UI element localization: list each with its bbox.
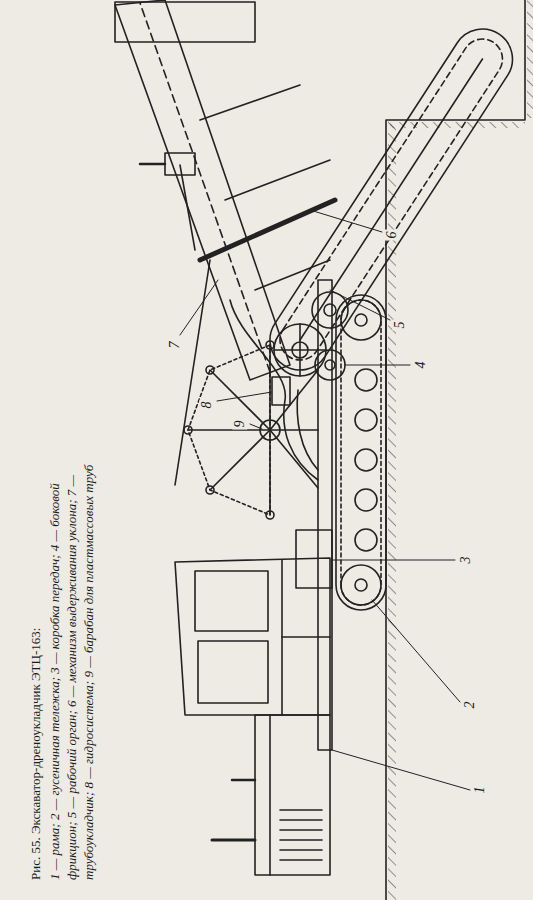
engine-hood (212, 715, 330, 875)
working-organ (259, 18, 524, 382)
parts-list: 1 — рама; 2 — гусеничная тележка; 3 — ко… (47, 460, 98, 880)
callout-number: 2 (462, 700, 477, 711)
drive-wheels (274, 292, 348, 376)
callout-number: 7 (167, 340, 182, 351)
callout-number: 5 (392, 320, 407, 331)
pipe-drum (184, 341, 318, 519)
callout-number: 8 (199, 400, 214, 411)
callout-number: 9 (232, 419, 247, 430)
tractor-cab (175, 558, 330, 715)
ground (386, 0, 533, 900)
hydraulic-lines (230, 300, 318, 480)
figure-caption: Рис. 55. Экскаватор-дреноукладчик ЭТЦ-16… (28, 460, 45, 880)
leader-lines (180, 210, 470, 790)
callout-number: 4 (413, 360, 428, 371)
callout-number: 3 (458, 555, 473, 566)
slope-mechanism (140, 153, 335, 260)
side-friction (315, 350, 345, 380)
gearbox (296, 530, 332, 588)
callout-number: 6 (384, 230, 399, 241)
callout-number: 1 (472, 785, 487, 796)
track-carriage (336, 295, 386, 610)
pipelayer-boom (115, 0, 330, 485)
